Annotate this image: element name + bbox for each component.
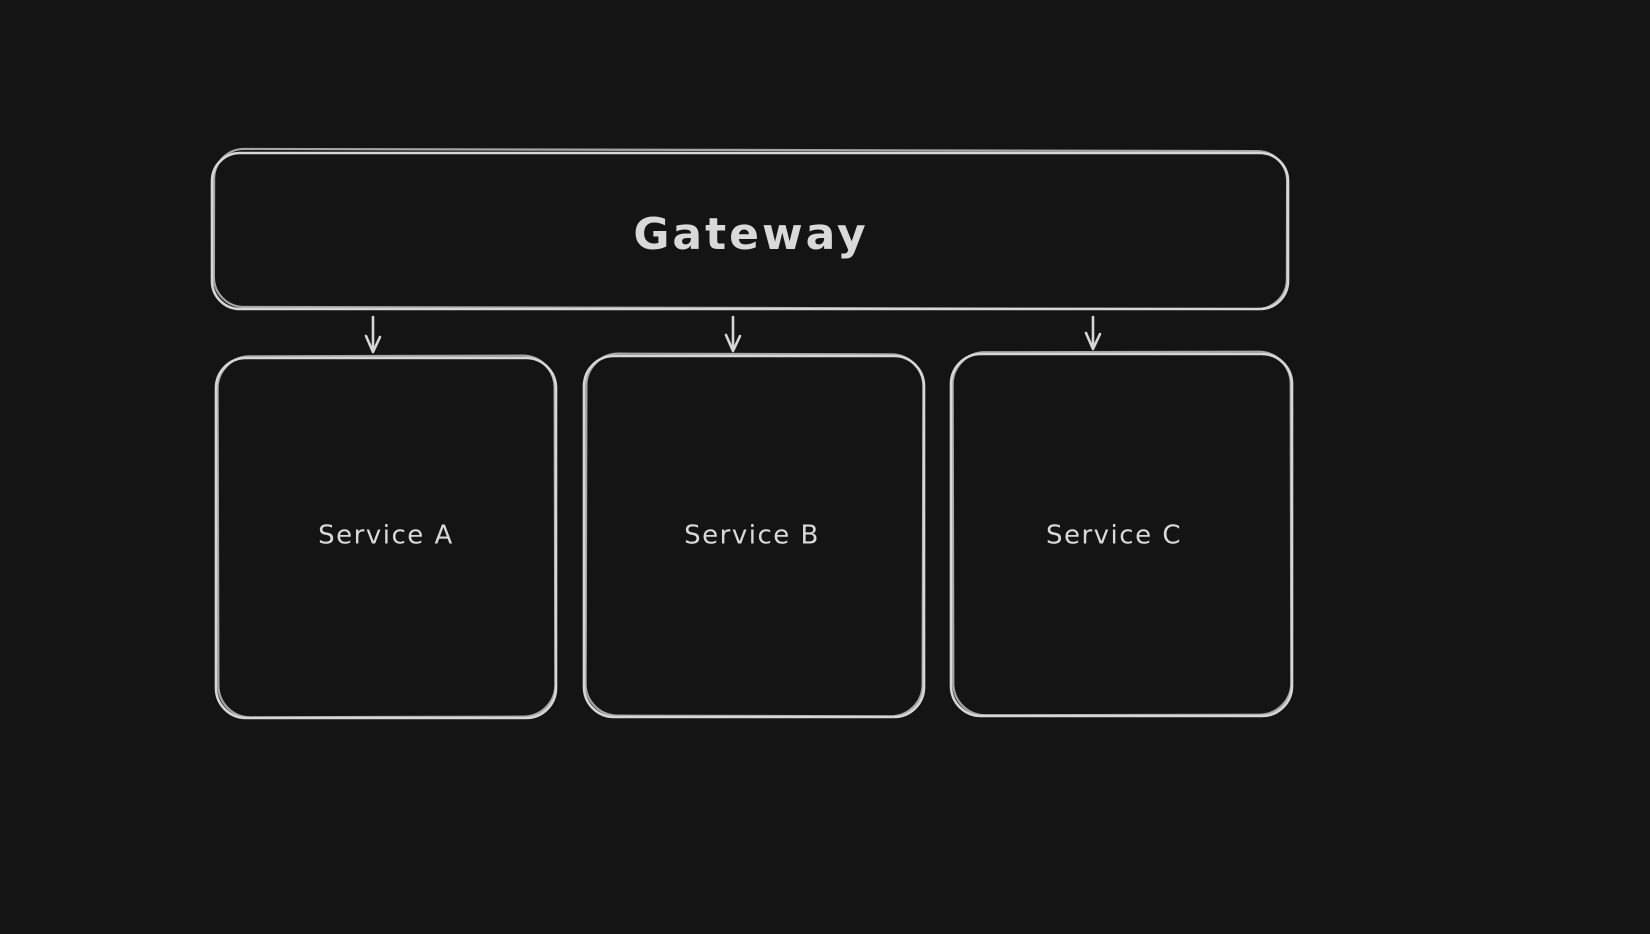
edge-gateway-service-a[interactable] (364, 315, 382, 354)
arrow-down-icon (364, 334, 382, 354)
arrow-down-icon (1084, 331, 1102, 351)
arrow-down-icon (724, 333, 742, 353)
node-service-b[interactable]: Service B (582, 352, 926, 719)
gateway-label: Gateway (633, 209, 868, 260)
node-gateway[interactable]: Gateway (210, 147, 1290, 311)
service-a-box-sketch-overlay (216, 354, 557, 719)
service-a-label: Service A (318, 521, 454, 551)
service-c-box-sketch-overlay (951, 350, 1293, 717)
service-b-box-sketch-overlay (584, 352, 925, 718)
edge-gateway-service-c[interactable] (1084, 315, 1102, 351)
gateway-box-sketch-overlay (212, 147, 1289, 311)
service-b-label: Service B (684, 521, 820, 551)
node-service-a[interactable]: Service A (214, 354, 558, 720)
node-service-c[interactable]: Service C (949, 350, 1294, 718)
service-c-label: Service C (1046, 521, 1182, 551)
edge-gateway-service-b[interactable] (724, 315, 742, 353)
